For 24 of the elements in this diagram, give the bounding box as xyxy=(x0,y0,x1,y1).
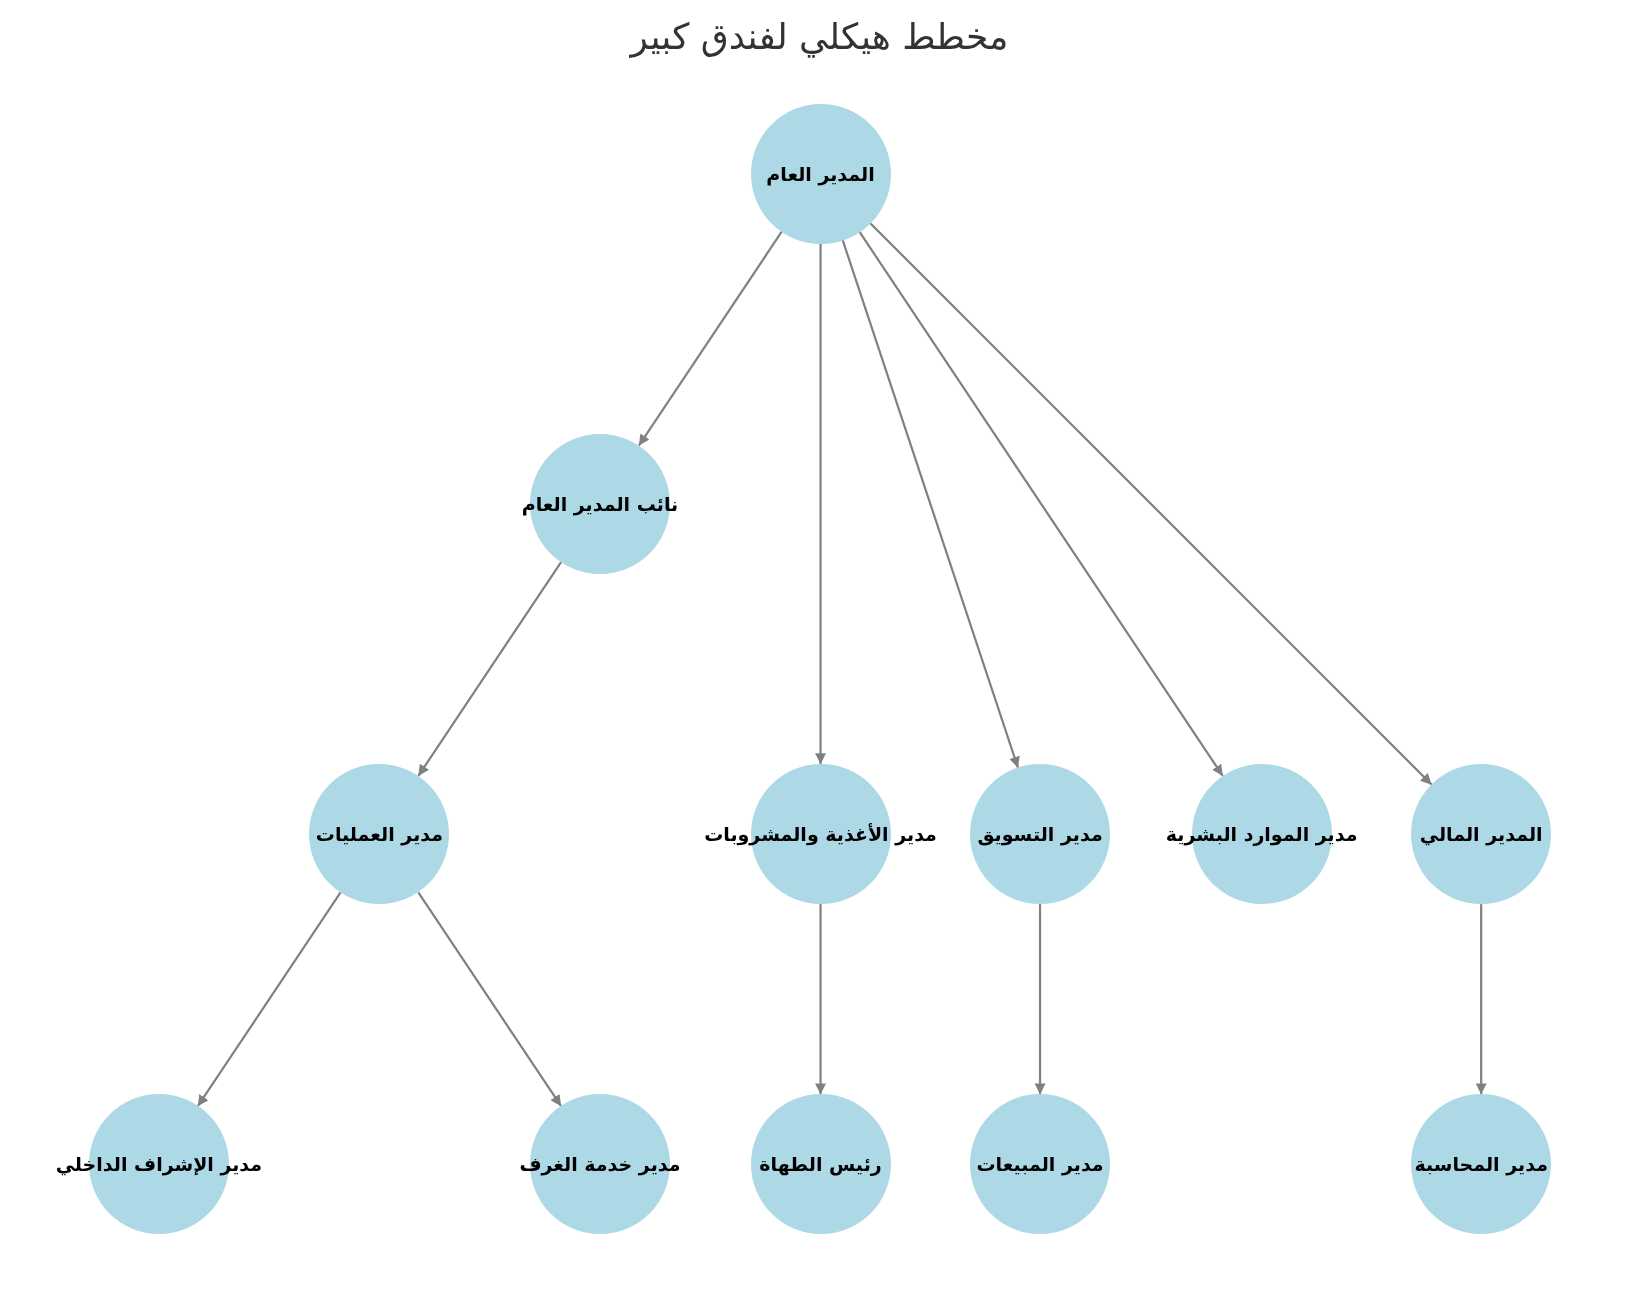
arrow xyxy=(869,222,1433,786)
title: مخطط هيكلي لفندق كبير xyxy=(630,16,1009,57)
node-label: نائب المدير العام xyxy=(521,492,679,515)
arrow xyxy=(841,239,1020,769)
node-label: مدير العمليات xyxy=(315,823,443,846)
arrow xyxy=(417,891,563,1107)
node-label: مدير الإشراف الداخلي xyxy=(55,1153,263,1176)
arrow xyxy=(858,231,1224,777)
node-label: مدير المحاسبة xyxy=(1414,1153,1548,1176)
arrow xyxy=(815,904,827,1095)
arrow xyxy=(637,231,783,447)
node-label: مدير التسويق xyxy=(977,823,1103,846)
node-label: المدير المالي xyxy=(1419,823,1543,846)
node-label: رئيس الطهاة xyxy=(759,1153,882,1176)
arrow xyxy=(196,891,342,1107)
node-label: مدير خدمة الغرف xyxy=(519,1153,681,1176)
arrow xyxy=(1475,904,1487,1095)
arrow xyxy=(1034,904,1046,1095)
arrow xyxy=(417,561,563,777)
node-label: مدير الموارد البشرية xyxy=(1165,823,1358,846)
node-label: مدير المبيعات xyxy=(976,1153,1104,1176)
arrow xyxy=(815,243,827,765)
node-label: المدير العام xyxy=(766,162,875,185)
node-label: مدير الأغذية والمشروبات xyxy=(704,823,937,846)
